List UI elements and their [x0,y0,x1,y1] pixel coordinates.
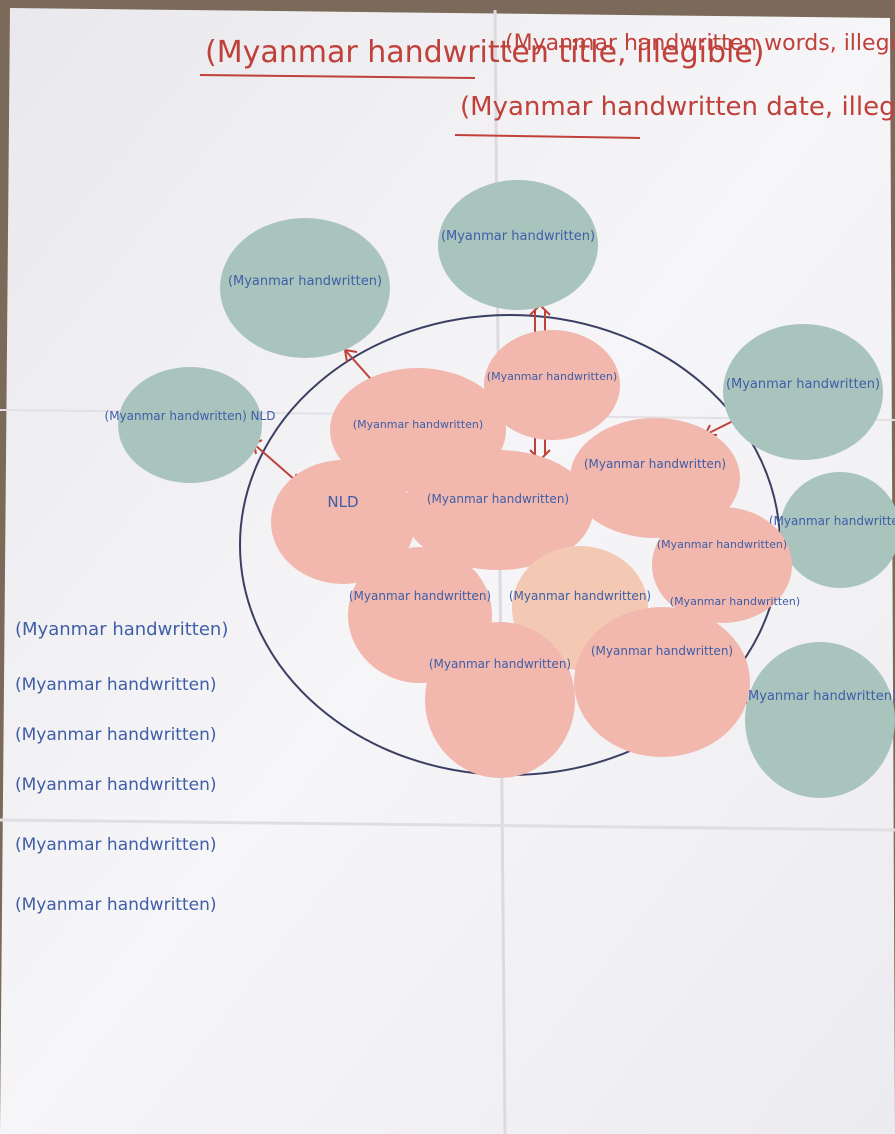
inner-circle: (Myanmar handwritten) [484,330,620,440]
participant-name: (Myanmar handwritten) [15,725,217,745]
participant-name: (Myanmar handwritten) [15,775,217,795]
inner-circle: (Myanmar handwritten) [403,450,593,570]
inner-circle-label: (Myanmar handwritten) [349,589,491,603]
outer-circle-label: (Myanmar handwritten) [726,377,880,392]
outer-circle-label: (Myanmar handwritten) NLD [105,409,276,423]
inner-circle-label: (Myanmar handwritten) [509,589,651,603]
participants-list: (Myanmar handwritten) (Myanmar handwritt… [15,619,228,915]
participants-heading: (Myanmar handwritten) [15,619,228,640]
inner-circle: (Myanmar handwritten) [425,622,575,778]
outer-circle-label: (Myanmar handwritten) [769,514,895,528]
inner-circle-label: (Myanmar handwritten) [487,370,617,383]
inner-circle: (Myanmar handwritten) [652,507,792,623]
outer-circle: (Myanmar handwritten) [769,472,895,588]
outer-circle-label: (Myanmar handwritten) [228,274,382,289]
inner-circle-label: (Myanmar handwritten) [657,538,787,551]
title-block: (Myanmar handwritten title, illegible) (… [199,31,895,139]
participant-name: (Myanmar handwritten) [15,675,217,695]
inner-circle-label: (Myanmar handwritten) [591,644,733,658]
outer-circle: (Myanmar handwritten) [743,642,895,798]
poster-date: (Myanmar handwritten date, illegible) [460,92,895,122]
inner-circle-label: (Myanmar handwritten) [429,657,571,671]
outer-circle-label: (Myanmar handwritten) [743,689,895,704]
inner-circles: (Myanmar handwritten) (Myanmar handwritt… [271,330,800,778]
participant-name: (Myanmar handwritten) [15,835,217,855]
inner-circle-label: (Myanmar handwritten) [427,492,569,506]
inner-circle-label: NLD [327,493,358,511]
poster-title-right: (Myanmar handwritten words, illegible) [505,31,895,56]
participant-name: (Myanmar handwritten) [15,895,217,915]
outer-circle: (Myanmar handwritten) [438,180,598,310]
inner-circle: (Myanmar handwritten) [574,607,750,757]
inner-circle: NLD [271,460,415,584]
inner-circle-label: (Myanmar handwritten) [670,595,800,608]
outer-circle: (Myanmar handwritten) [220,218,390,358]
fold-line [0,818,895,832]
outer-circle: (Myanmar handwritten) NLD [105,367,276,483]
inner-circle-label: (Myanmar handwritten) [584,457,726,471]
outer-circles: (Myanmar handwritten) (Myanmar handwritt… [105,180,895,798]
inner-circle-label: (Myanmar handwritten) [353,418,483,431]
outer-circle: (Myanmar handwritten) [723,324,883,460]
inner-circle: (Myanmar handwritten) [570,418,740,538]
poster-title: (Myanmar handwritten title, illegible) [205,35,765,70]
outer-circle-label: (Myanmar handwritten) [441,229,595,244]
inner-circle: (Myanmar handwritten) [670,595,800,608]
